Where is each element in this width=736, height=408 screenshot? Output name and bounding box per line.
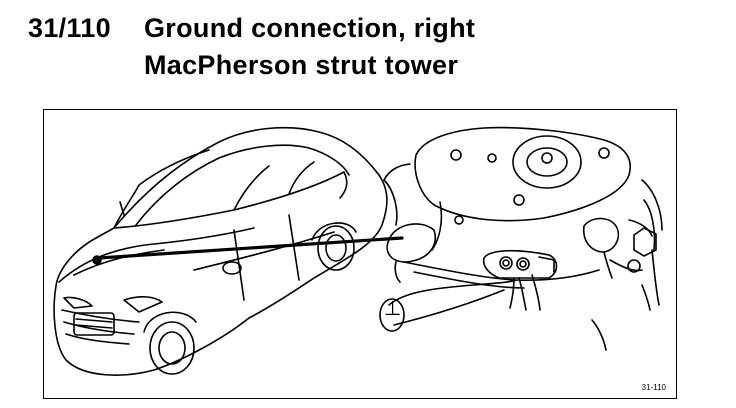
pointer-line — [97, 236, 404, 260]
figure-code: 31-110 — [641, 383, 666, 392]
strut-tower-detail — [379, 126, 663, 351]
car-illustration — [53, 126, 663, 376]
ground-symbol: ⊥ — [384, 296, 402, 320]
page-title-line1: Ground connection, right — [144, 13, 476, 43]
page-title-line2: MacPherson strut tower — [144, 50, 459, 80]
section-number: 31/110 — [28, 13, 111, 43]
illustration-frame: ⊥ 31-110 — [43, 109, 677, 399]
car-drawing — [53, 126, 388, 376]
